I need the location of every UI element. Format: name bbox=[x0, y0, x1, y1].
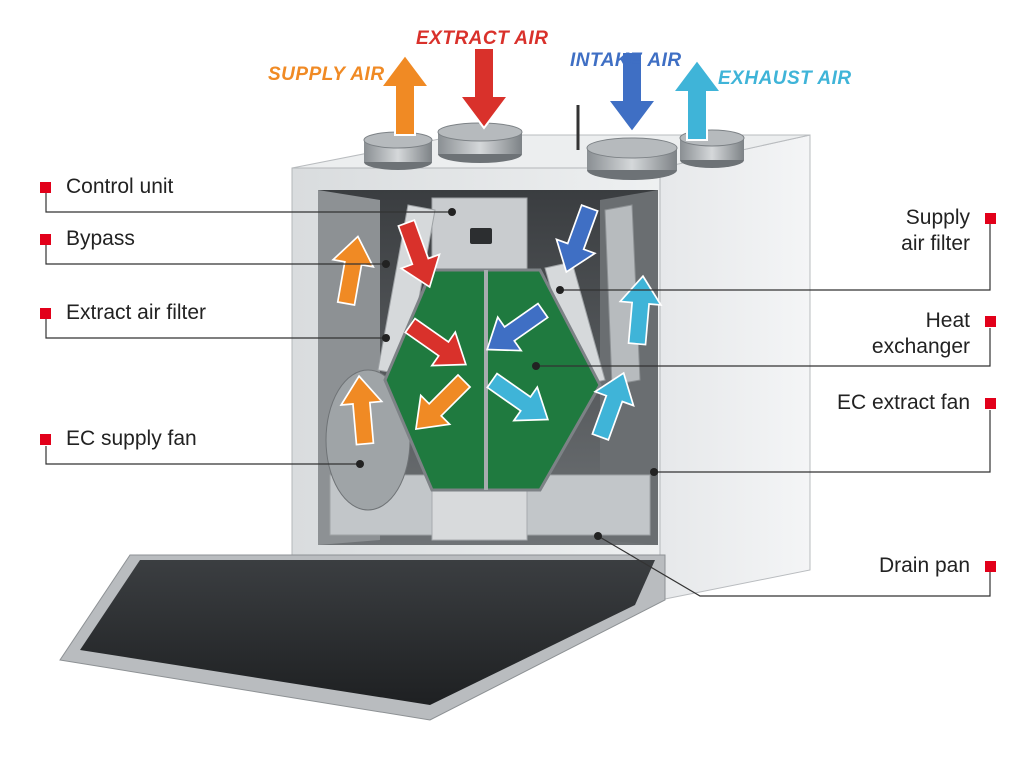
supply-flow-arrow-upper bbox=[331, 235, 375, 306]
dot-control-unit bbox=[448, 208, 456, 216]
duct-supply bbox=[363, 131, 433, 170]
bullet-drain-pan bbox=[985, 561, 996, 572]
supply-air-title: SUPPLY AIR bbox=[268, 64, 385, 85]
flow-arrows bbox=[331, 47, 723, 446]
extract-flow-arrow-upper bbox=[397, 219, 441, 289]
leader-ec-supply-fan bbox=[45, 446, 360, 465]
label-supply-air-filter-line1: Supply bbox=[905, 206, 970, 229]
duct-extract bbox=[437, 122, 523, 163]
label-extract-air-filter: Extract air filter bbox=[66, 301, 207, 324]
leader-heat-exchanger bbox=[536, 328, 991, 367]
intake-flow-arrow-exchanger bbox=[485, 302, 549, 352]
control-unit-display bbox=[470, 228, 492, 244]
label-ec-supply-fan: EC supply fan bbox=[66, 427, 197, 450]
leader-lines bbox=[45, 192, 991, 597]
leader-supply-filter bbox=[560, 224, 991, 291]
extract-air-in-arrow bbox=[458, 47, 510, 130]
dot-supply-filter bbox=[556, 286, 564, 294]
dot-ec-supply-fan bbox=[356, 460, 364, 468]
leader-dots bbox=[356, 208, 658, 540]
intake-air-in-arrow bbox=[606, 51, 658, 134]
label-heat-exchanger-line2: exchanger bbox=[871, 335, 970, 358]
leader-ec-extract-fan bbox=[654, 410, 991, 473]
supply-flow-arrow-lower bbox=[339, 374, 384, 446]
leader-bypass bbox=[45, 244, 386, 265]
leader-extract-filter bbox=[45, 318, 386, 339]
exhaust-air-title: EXHAUST AIR bbox=[718, 68, 852, 89]
bullet-supply-air-filter bbox=[985, 213, 996, 224]
supply-air-out-arrow bbox=[379, 53, 431, 136]
dot-heat-exchanger bbox=[532, 362, 540, 370]
bullet-heat-exchanger bbox=[985, 316, 996, 327]
exhaust-flow-arrow-upper bbox=[618, 274, 663, 346]
duct-intake bbox=[586, 137, 678, 180]
extract-flow-arrow-exchanger bbox=[404, 317, 468, 367]
dot-extract-filter bbox=[382, 334, 390, 342]
dot-ec-extract-fan bbox=[650, 468, 658, 476]
bullet-ec-extract-fan bbox=[985, 398, 996, 409]
leader-drain-pan bbox=[597, 535, 991, 597]
bullet-ec-supply-fan bbox=[40, 434, 51, 445]
supply-flow-arrow-exchanger bbox=[414, 373, 472, 431]
dot-bypass bbox=[382, 260, 390, 268]
bullet-control-unit bbox=[40, 182, 51, 193]
label-heat-exchanger-line1: Heat bbox=[925, 309, 970, 332]
extract-air-title: EXTRACT AIR bbox=[416, 28, 549, 49]
intake-air-title: INTAKE AIR bbox=[570, 50, 682, 71]
door-panel bbox=[80, 560, 655, 705]
label-control-unit: Control unit bbox=[66, 175, 174, 198]
dot-drain-pan bbox=[594, 532, 602, 540]
label-bypass: Bypass bbox=[66, 227, 135, 250]
bullet-extract-air-filter bbox=[40, 308, 51, 319]
label-ec-extract-fan: EC extract fan bbox=[836, 391, 970, 414]
exhaust-air-out-arrow bbox=[671, 58, 723, 141]
intake-flow-arrow-upper bbox=[555, 204, 599, 274]
label-supply-air-filter-line2: air filter bbox=[901, 232, 970, 255]
label-drain-pan: Drain pan bbox=[878, 554, 970, 577]
bullet-bypass bbox=[40, 234, 51, 245]
leader-control-unit bbox=[45, 192, 452, 213]
exhaust-flow-arrow-exchanger bbox=[486, 372, 550, 422]
casing-side bbox=[659, 134, 811, 601]
exhaust-flow-arrow-lower bbox=[591, 371, 635, 441]
